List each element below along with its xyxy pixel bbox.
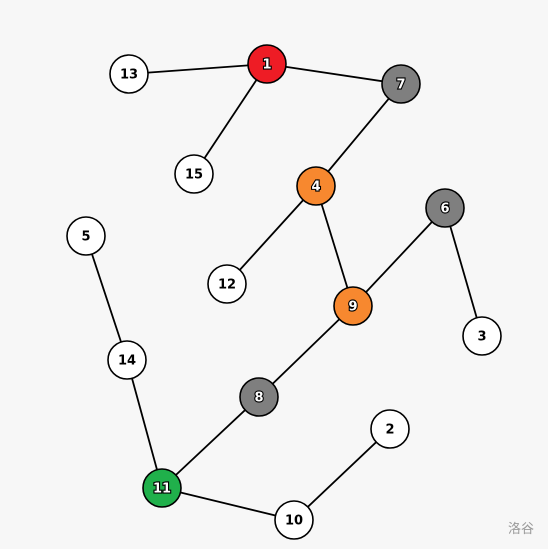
edge-9-8 [258, 305, 354, 398]
node-label-8: 8 [254, 391, 263, 406]
edge-14-11 [126, 359, 163, 489]
edge-1-7 [266, 63, 402, 85]
node-circle-15 [174, 154, 214, 194]
node-4[interactable]: 4 [296, 166, 336, 206]
edge-5-14 [85, 235, 128, 361]
node-2[interactable]: 2 [370, 409, 410, 449]
node-label-15: 15 [185, 168, 203, 183]
node-label-4: 4 [311, 180, 320, 195]
node-label-6: 6 [440, 202, 449, 217]
node-13[interactable]: 13 [109, 54, 149, 94]
node-label-14: 14 [118, 354, 136, 369]
node-circle-2 [370, 409, 410, 449]
node-15[interactable]: 15 [174, 154, 214, 194]
node-circle-4 [296, 166, 336, 206]
edges-layer [85, 63, 483, 521]
node-7[interactable]: 7 [381, 64, 421, 104]
edge-9-6 [352, 207, 446, 307]
node-circle-6 [425, 188, 465, 228]
node-label-10: 10 [285, 514, 303, 529]
node-label-11: 11 [153, 482, 171, 497]
node-circle-8 [239, 377, 279, 417]
node-circle-12 [207, 264, 247, 304]
node-10[interactable]: 10 [274, 500, 314, 540]
node-label-5: 5 [81, 230, 90, 245]
node-1[interactable]: 1 [247, 44, 287, 84]
node-12[interactable]: 12 [207, 264, 247, 304]
node-3[interactable]: 3 [462, 316, 502, 356]
node-11[interactable]: 11 [142, 468, 182, 508]
node-circle-5 [66, 216, 106, 256]
node-8[interactable]: 8 [239, 377, 279, 417]
node-label-1: 1 [262, 58, 271, 73]
node-circle-11 [142, 468, 182, 508]
edge-8-11 [161, 396, 260, 489]
node-9[interactable]: 9 [333, 286, 373, 326]
node-circle-1 [247, 44, 287, 84]
node-circle-10 [274, 500, 314, 540]
node-label-7: 7 [396, 78, 405, 93]
node-5[interactable]: 5 [66, 216, 106, 256]
node-circle-7 [381, 64, 421, 104]
edge-1-15 [193, 63, 268, 175]
edge-7-4 [315, 83, 402, 187]
node-circle-14 [107, 340, 147, 380]
edge-4-9 [315, 185, 354, 307]
node-circle-13 [109, 54, 149, 94]
node-label-12: 12 [218, 278, 236, 293]
node-label-13: 13 [120, 68, 138, 83]
watermark-text: 洛谷 [507, 522, 534, 537]
node-circle-9 [333, 286, 373, 326]
edge-11-10 [161, 487, 295, 521]
edge-13-1 [128, 63, 268, 75]
edge-10-2 [293, 428, 391, 521]
node-14[interactable]: 14 [107, 340, 147, 380]
node-6[interactable]: 6 [425, 188, 465, 228]
node-circle-3 [462, 316, 502, 356]
node-label-2: 2 [385, 423, 394, 438]
node-label-3: 3 [477, 330, 486, 345]
edge-6-3 [444, 207, 483, 337]
edge-4-12 [226, 185, 317, 285]
node-label-9: 9 [348, 300, 357, 315]
